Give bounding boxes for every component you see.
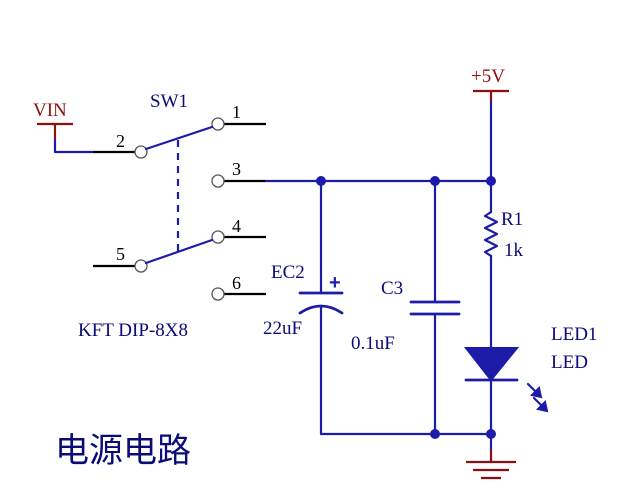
ec2-ref-label: EC2 (271, 262, 305, 283)
vin-wire (53, 138, 95, 154)
junction-dot (486, 176, 496, 186)
sw1-pin-6-label: 6 (232, 273, 241, 293)
sw1-contact-6 (211, 287, 225, 301)
led1-emission-arrows (526, 382, 549, 413)
junction-dot (486, 429, 496, 439)
led1-arrow-2-head (536, 400, 549, 413)
junction-dot (430, 176, 440, 186)
sw1-contact-3 (211, 174, 225, 188)
sw1-contact-1 (211, 117, 225, 131)
ec2-capacitor: + EC2 22uF (263, 179, 344, 436)
sw1-blade-lower (144, 238, 214, 265)
c3-value-label: 0.1uF (351, 333, 395, 354)
led1-ref-label: LED1 (551, 324, 597, 345)
sw1-contact-4 (211, 230, 225, 244)
r1-resistor: R1 1k (483, 179, 524, 350)
junction-dot (316, 176, 326, 186)
vcc-label: +5V (471, 66, 505, 87)
ec2-value-label: 22uF (263, 318, 302, 339)
vin-label: VIN (33, 100, 67, 121)
led1-value-label: LED (551, 352, 588, 373)
sw1-switch: SW1 1 2 3 4 5 6 KFT DIP-8X8 (78, 91, 266, 341)
r1-value-label: 1k (504, 240, 524, 261)
sw1-pin-1-label: 1 (232, 102, 241, 122)
sw1-blade-upper (144, 125, 214, 151)
sw1-part-label: KFT DIP-8X8 (78, 320, 188, 341)
vcc-port: +5V (471, 66, 509, 183)
sw1-contact-5 (134, 259, 148, 273)
led1-diode: LED1 LED (463, 324, 597, 436)
vin-port: VIN (33, 100, 95, 154)
ec2-polarity-mark: + (329, 272, 341, 294)
sw1-pin-3-label: 3 (232, 159, 241, 179)
sw1-pin-4-label: 4 (232, 216, 241, 236)
sw1-ref-label: SW1 (150, 91, 188, 112)
led1-arrow-1-head (530, 386, 543, 399)
c3-capacitor: C3 0.1uF (351, 179, 461, 436)
junction-dot (430, 429, 440, 439)
ground-symbol (466, 432, 516, 480)
r1-zigzag (483, 210, 499, 258)
sw1-pin-2-label: 2 (116, 131, 125, 151)
c3-ref-label: C3 (381, 278, 403, 299)
led1-triangle (463, 347, 520, 382)
diagram-caption: 电源电路 (55, 431, 191, 471)
r1-ref-label: R1 (501, 209, 523, 230)
sw1-contact-2 (134, 145, 148, 159)
sw1-pin-5-label: 5 (116, 244, 125, 264)
